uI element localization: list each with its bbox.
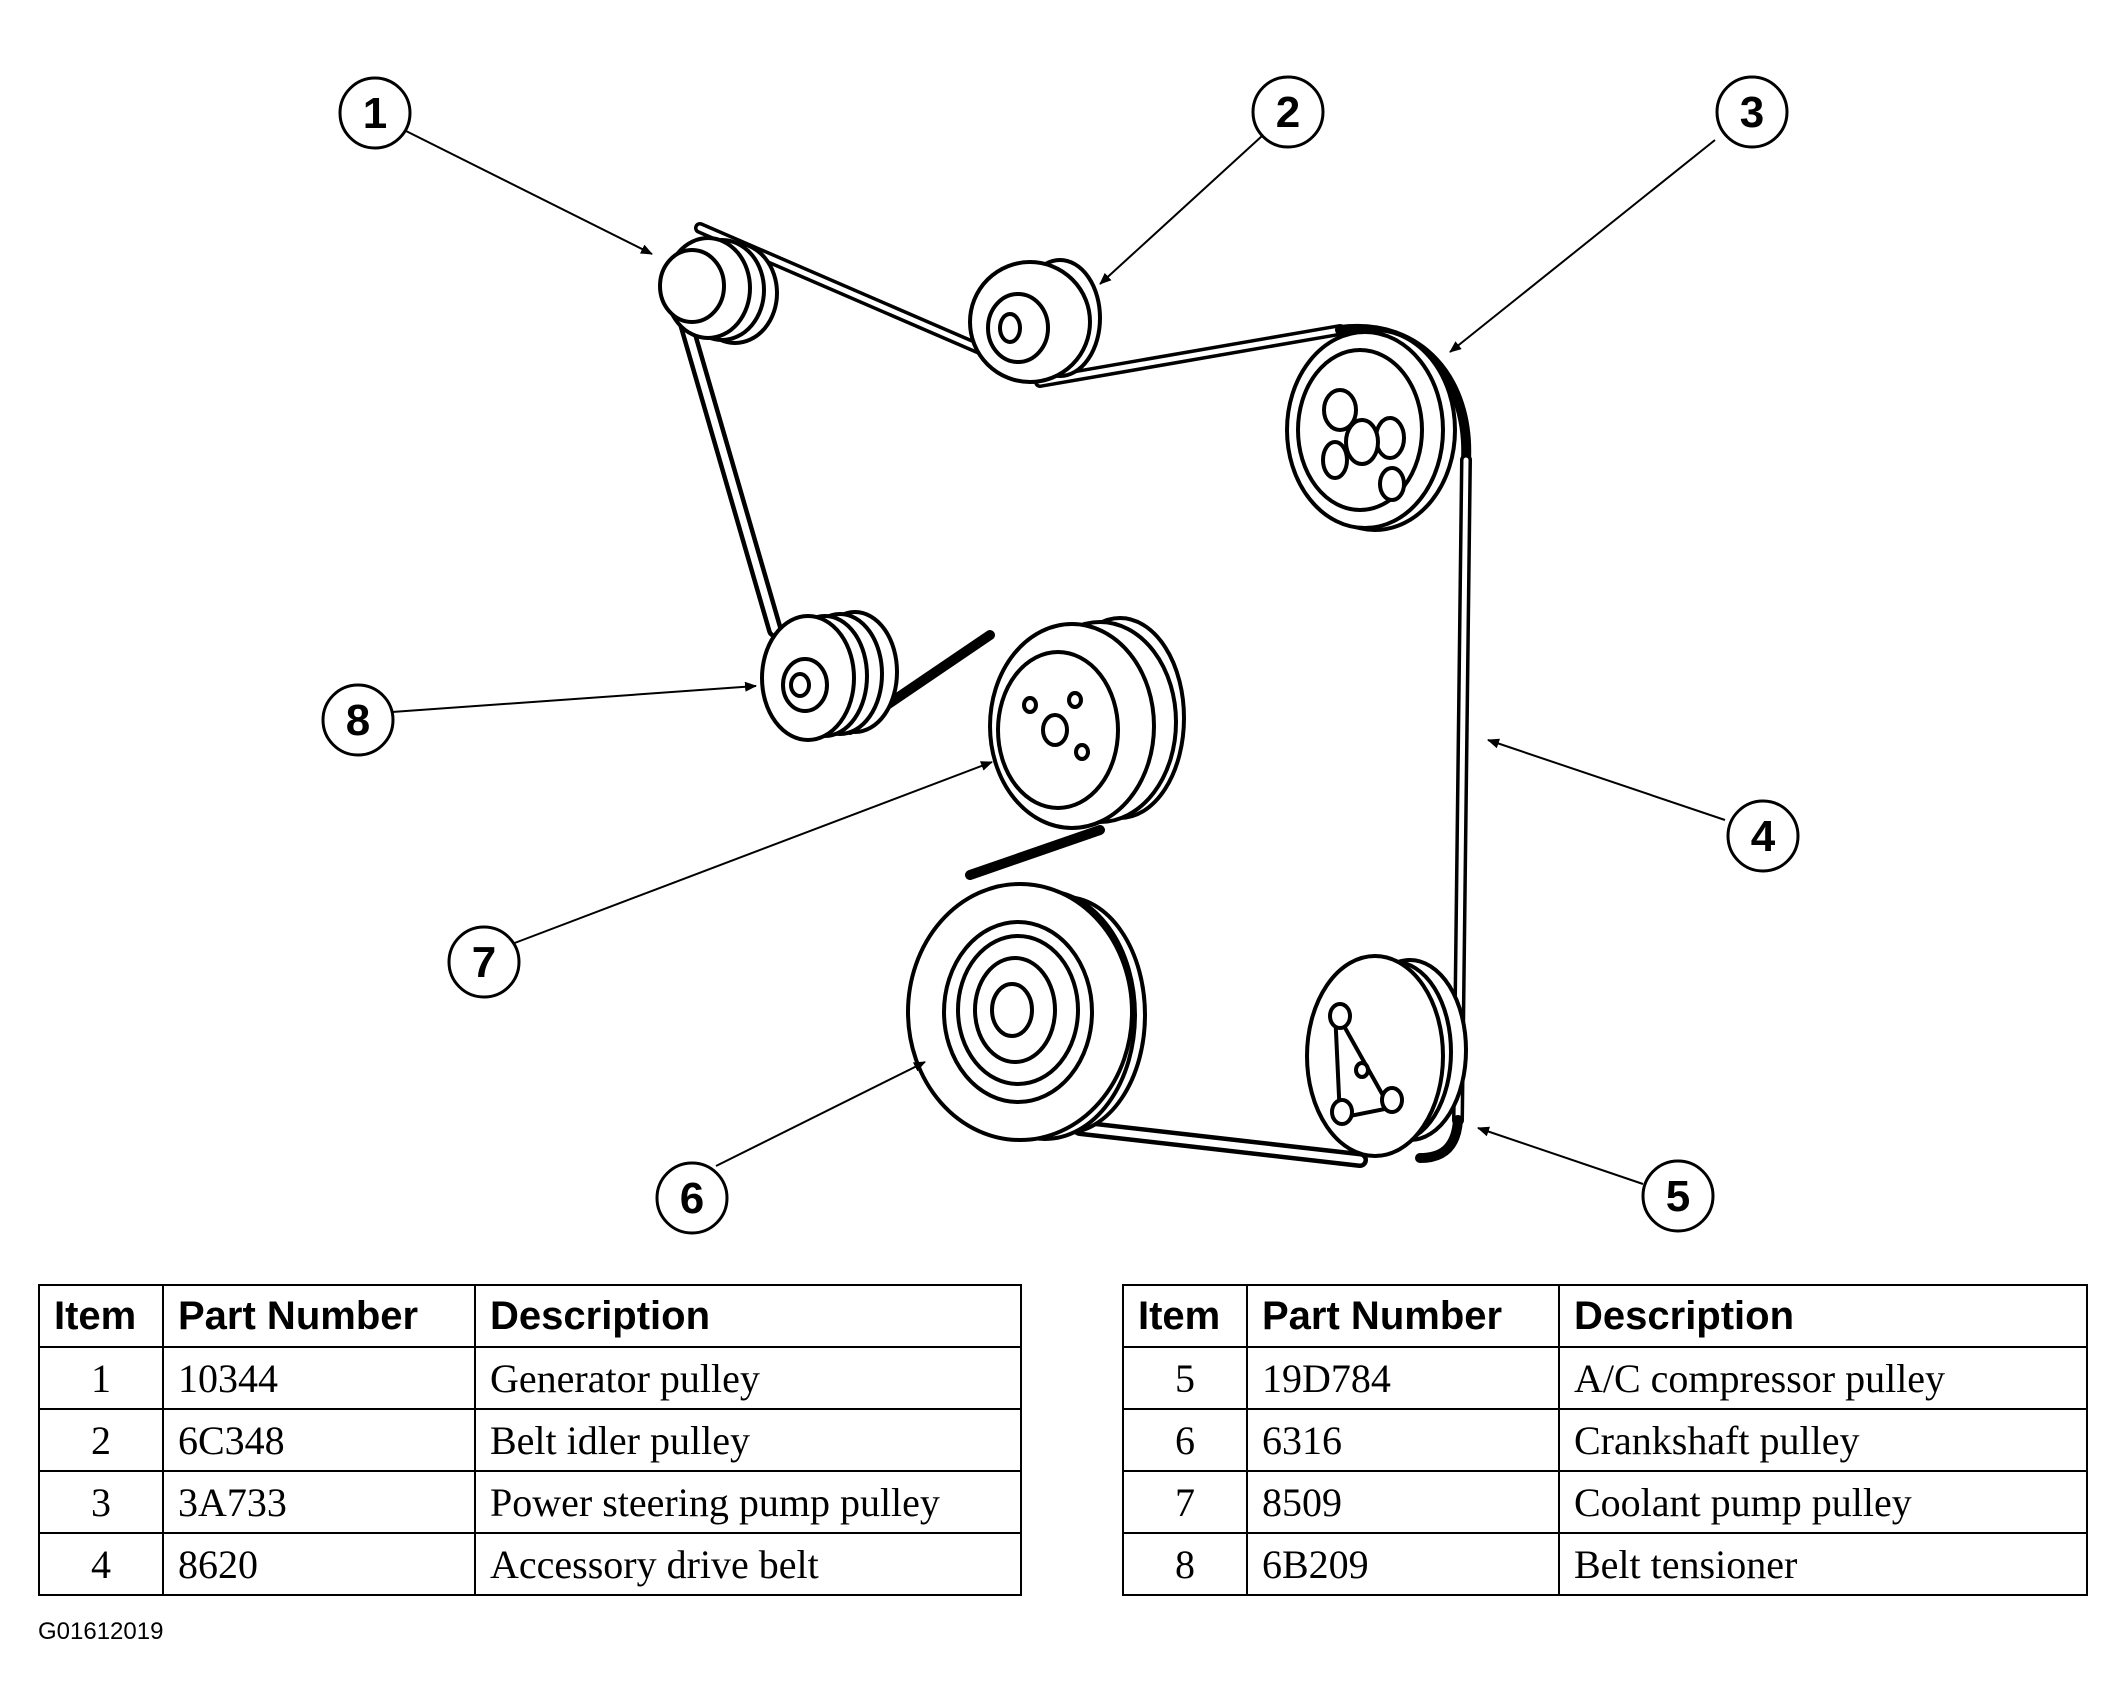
figure-code: G01612019	[38, 1618, 164, 1645]
leader-line-4	[1487, 738, 1726, 821]
cell-part-number: 3A733	[162, 1470, 476, 1534]
cell-part-number: 8509	[1246, 1470, 1560, 1534]
table-header-row: Item Part Number Description	[1122, 1284, 2088, 1348]
cell-item: 4	[38, 1532, 164, 1596]
crankshaft-pulley	[906, 882, 1147, 1142]
table-row: 3 3A733 Power steering pump pulley	[38, 1470, 1022, 1534]
cell-description: Generator pulley	[474, 1346, 1022, 1410]
table-row: 5 19D784 A/C compressor pulley	[1122, 1346, 2088, 1410]
callout-3: 3	[1715, 75, 1789, 149]
callout-label: 1	[363, 89, 387, 138]
table-row: 8 6B209 Belt tensioner	[1122, 1532, 2088, 1596]
callout-1: 1	[338, 76, 412, 150]
callout-label: 2	[1276, 88, 1300, 137]
table-row: 7 8509 Coolant pump pulley	[1122, 1470, 2088, 1534]
callout-7: 7	[447, 925, 521, 999]
header-part-number: Part Number	[1246, 1284, 1560, 1348]
callout-label: 5	[1666, 1172, 1690, 1221]
cell-item: 3	[38, 1470, 164, 1534]
callout-4: 4	[1726, 799, 1800, 873]
cell-part-number: 10344	[162, 1346, 476, 1410]
table-row: 1 10344 Generator pulley	[38, 1346, 1022, 1410]
table-row: 6 6316 Crankshaft pulley	[1122, 1408, 2088, 1472]
leader-line-7	[511, 761, 993, 945]
table-row: 2 6C348 Belt idler pulley	[38, 1408, 1022, 1472]
belt-routing-diagram: 1 2 3 4 5 6 7 8	[321, 75, 1800, 1235]
leader-line-2	[1099, 135, 1263, 285]
cell-part-number: 6B209	[1246, 1532, 1560, 1596]
cell-item: 8	[1122, 1532, 1248, 1596]
callout-label: 8	[346, 696, 370, 745]
leader-line-5	[1477, 1126, 1644, 1185]
header-description: Description	[474, 1284, 1022, 1348]
leader-lines	[391, 127, 1726, 1185]
callout-2: 2	[1251, 75, 1325, 149]
header-part-number: Part Number	[162, 1284, 476, 1348]
accessory-drive-belt	[677, 222, 1472, 1168]
coolant-pump-pulley	[988, 616, 1186, 830]
cell-description: Belt tensioner	[1558, 1532, 2088, 1596]
table-header-row: Item Part Number Description	[38, 1284, 1022, 1348]
cell-part-number: 6316	[1246, 1408, 1560, 1472]
belt-tensioner	[760, 610, 899, 742]
leader-line-8	[391, 681, 757, 713]
cell-item: 7	[1122, 1470, 1248, 1534]
callout-8: 8	[321, 683, 395, 757]
cell-description: A/C compressor pulley	[1558, 1346, 2088, 1410]
callout-label: 3	[1740, 88, 1764, 137]
leader-line-1	[399, 127, 653, 255]
power-steering-pump-pulley	[1285, 328, 1457, 532]
cell-description: Power steering pump pulley	[474, 1470, 1022, 1534]
cell-description: Coolant pump pulley	[1558, 1470, 2088, 1534]
cell-item: 5	[1122, 1346, 1248, 1410]
header-item: Item	[38, 1284, 164, 1348]
leader-line-3	[1449, 139, 1716, 353]
cell-part-number: 8620	[162, 1532, 476, 1596]
cell-part-number: 6C348	[162, 1408, 476, 1472]
callout-label: 4	[1751, 812, 1776, 861]
callout-6: 6	[655, 1161, 729, 1235]
cell-description: Crankshaft pulley	[1558, 1408, 2088, 1472]
callout-5: 5	[1641, 1159, 1715, 1233]
cell-description: Belt idler pulley	[474, 1408, 1022, 1472]
callouts: 1 2 3 4 5 6 7 8	[321, 75, 1800, 1235]
parts-table-right: Item Part Number Description 5 19D784 A/…	[1122, 1284, 2088, 1596]
parts-table-left: Item Part Number Description 1 10344 Gen…	[38, 1284, 1022, 1596]
table-row: 4 8620 Accessory drive belt	[38, 1532, 1022, 1596]
cell-description: Accessory drive belt	[474, 1532, 1022, 1596]
callout-label: 7	[472, 938, 496, 987]
header-item: Item	[1122, 1284, 1248, 1348]
leader-line-6	[715, 1061, 926, 1167]
cell-part-number: 19D784	[1246, 1346, 1560, 1410]
belt-idler-pulley	[968, 258, 1102, 384]
callout-label: 6	[680, 1174, 704, 1223]
cell-item: 6	[1122, 1408, 1248, 1472]
ac-compressor-pulley	[1305, 954, 1468, 1158]
header-description: Description	[1558, 1284, 2088, 1348]
cell-item: 1	[38, 1346, 164, 1410]
generator-pulley	[658, 236, 779, 345]
cell-item: 2	[38, 1408, 164, 1472]
